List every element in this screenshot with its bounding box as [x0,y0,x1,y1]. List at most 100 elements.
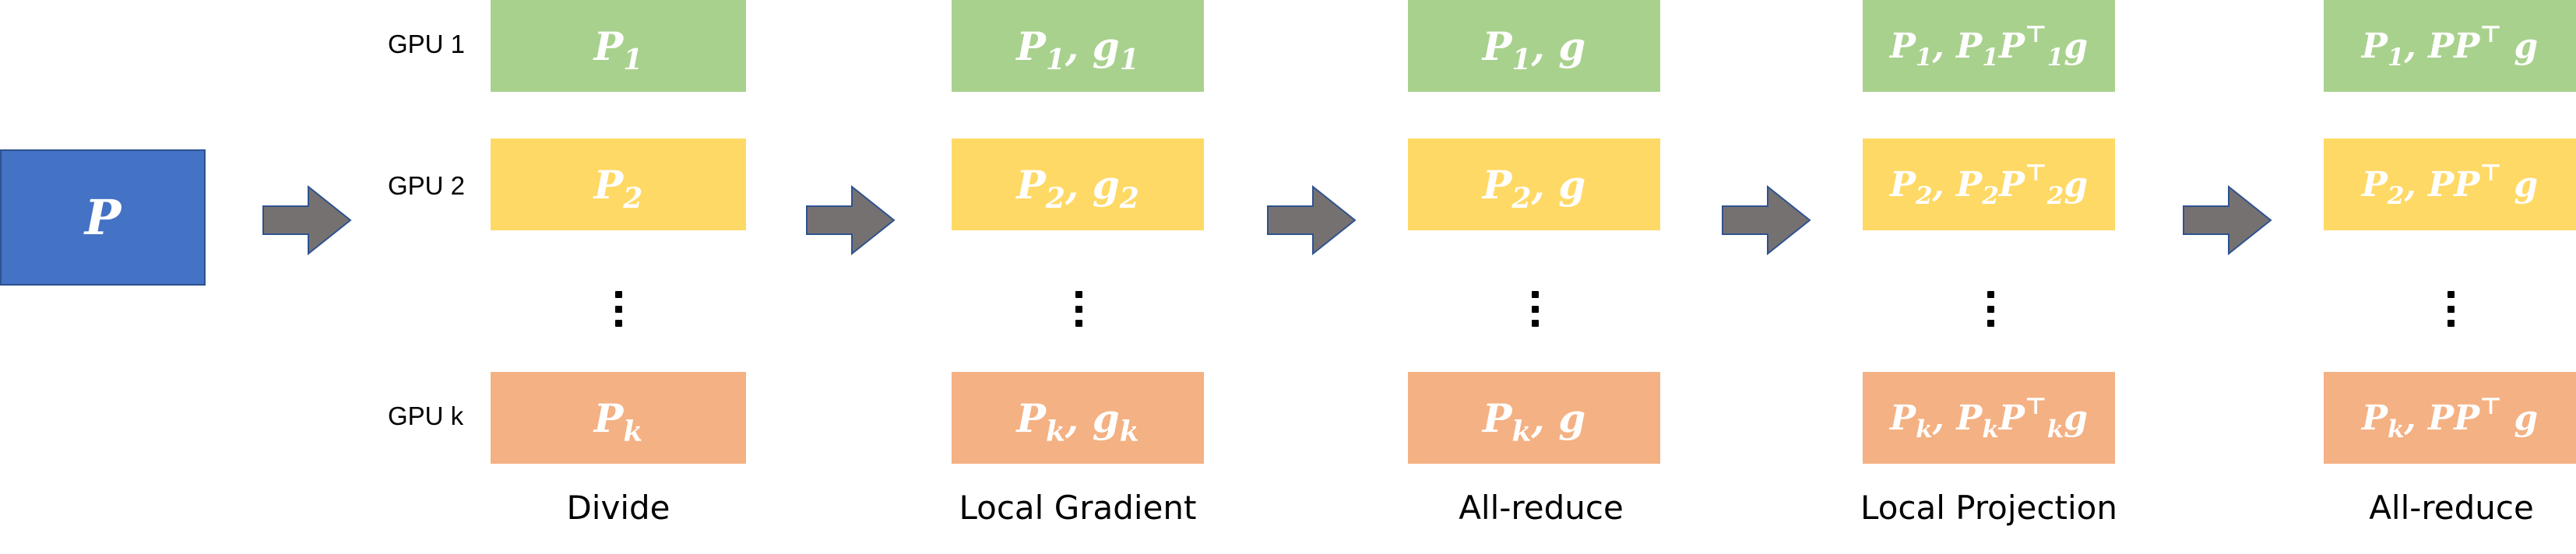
expr-text: , PP [2404,398,2480,438]
expr-text: , g [1065,161,1120,208]
stage-3-gpu-k-block: Pk, g [1408,372,1660,464]
math-expression: P2, g [1482,161,1586,212]
expr-text: , PP [2404,164,2480,205]
expr-subscript: 1 [1045,43,1065,76]
math-expression: Pk, PkP⊤kg [1890,394,2088,441]
expr-text: P [1998,398,2025,438]
expr-subscript: 2 [1119,181,1139,215]
vertical-ellipsis [614,291,623,327]
vertical-ellipsis [1074,291,1083,327]
expr-subscript: 2 [1982,181,1999,210]
gpu-label-1: GPU 1 [388,30,466,58]
expr-superscript: ⊤ [2479,20,2503,48]
stage-2-label: Local Gradient [959,489,1197,527]
math-expression: P1, P1P⊤1g [1889,23,2089,69]
stage-3-label: All-reduce [1459,489,1624,527]
expr-text: P [1482,394,1512,441]
stage-4-gpu-1-block: P1, P1P⊤1g [1863,0,2115,92]
expr-subscript: k [623,415,643,448]
math-expression: P1, PP⊤ g [2361,23,2539,69]
expr-text: P [2361,26,2388,66]
stage-5-gpu-2-block: P2, PP⊤ g [2324,138,2576,230]
arrow-right-icon [2183,185,2272,255]
stage-4-gpu-k-block: Pk, PkP⊤kg [1863,372,2115,464]
source-matrix-block: P [0,149,206,286]
expr-superscript: ⊤ [2479,392,2503,420]
expr-text: , PP [2404,26,2480,66]
expr-superscript: ⊤ [2024,20,2047,48]
stage-4-gpu-2-block: P2, P2P⊤2g [1863,138,2115,230]
stage-5-gpu-1-block: P1, PP⊤ g [2324,0,2576,92]
stage-3-gpu-1-block: P1, g [1408,0,1660,92]
expr-subscript: 1 [2046,43,2064,72]
expr-superscript: ⊤ [2024,159,2047,187]
expr-subscript: 1 [1915,43,1933,72]
math-expression: Pk, gk [1016,395,1138,446]
math-expression: P1, g1 [1016,23,1139,74]
expr-text: P [1889,26,1916,66]
expr-text: P [1998,26,2025,66]
expr-subscript: 2 [2046,181,2064,210]
expr-text: , g [1531,394,1586,441]
expr-text: g [2064,398,2088,438]
math-expression: P2, P2P⊤2g [1890,161,2089,208]
expr-subscript: 2 [1915,181,1933,210]
expr-subscript: 2 [1511,181,1532,215]
expr-text: P [593,23,624,69]
source-matrix-label: P [84,189,121,246]
math-expression: Pk, g [1482,394,1586,446]
expr-subscript: 2 [623,181,643,215]
stage-5-label: All-reduce [2369,489,2534,527]
expr-subscript: 2 [1045,181,1065,215]
expr-text: , g [1531,23,1586,69]
expr-subscript: k [1982,415,1999,444]
arrow-right-icon [1722,185,1811,255]
math-expression: Pk [594,395,643,446]
expr-superscript: ⊤ [2479,159,2503,187]
expr-subscript: 1 [1119,43,1139,76]
expr-text: g [2064,26,2089,66]
math-expression: Pk, PP⊤ g [2361,394,2539,441]
expr-subscript: k [2387,415,2405,444]
expr-text: P [2361,164,2388,205]
stage-2-gpu-1-block: P1, g1 [952,0,1204,92]
expr-text: , g [1065,23,1120,69]
expr-subscript: k [1045,415,1065,448]
expr-subscript: k [1511,415,1532,448]
stage-2-gpu-k-block: Pk, gk [952,372,1204,464]
expr-text: P [1890,398,1916,438]
stage-1-gpu-k-block: Pk [491,372,746,464]
expr-subscript: k [2046,415,2064,444]
vertical-ellipsis [1530,291,1540,327]
gpu-label-2: GPU 2 [388,171,466,200]
stage-5-gpu-k-block: Pk, PP⊤ g [2324,372,2576,464]
arrow-right-icon [806,185,896,255]
expr-subscript: 1 [2387,43,2405,72]
math-expression: P2, g2 [1016,161,1139,212]
expr-subscript: 2 [2387,181,2405,210]
expr-text: , g [1531,161,1586,208]
expr-text: P [1998,164,2025,205]
expr-text: g [2502,26,2539,66]
expr-text: P [1482,23,1512,69]
stage-3-gpu-2-block: P2, g [1408,138,1660,230]
expr-text: g [2064,164,2089,205]
math-expression: P1, g [1482,23,1586,74]
arrow-right-icon [1267,185,1357,255]
expr-text: P [1482,161,1512,208]
expr-subscript: 1 [1511,43,1532,76]
expr-subscript: k [1119,415,1139,448]
gpu-label-k: GPU k [388,401,464,430]
expr-text: g [2502,398,2539,438]
expr-text: P [2361,398,2388,438]
stage-1-gpu-1-block: P1 [491,0,746,92]
expr-text: , P [1932,398,1983,438]
math-expression: P1 [593,23,643,74]
stage-2-gpu-2-block: P2, g2 [952,138,1204,230]
expr-subscript: k [1916,415,1933,444]
vertical-ellipsis [1986,291,1995,327]
expr-superscript: ⊤ [2024,392,2047,420]
expr-text: P [1016,161,1046,208]
math-expression: P2 [594,162,643,212]
